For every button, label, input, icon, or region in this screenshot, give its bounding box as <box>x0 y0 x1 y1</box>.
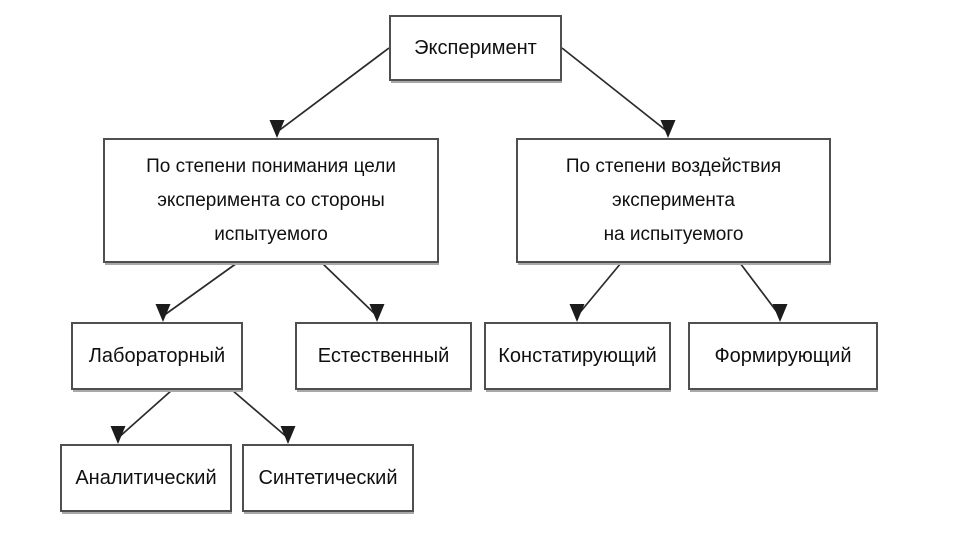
arrowhead-by-goal-icon <box>269 120 285 138</box>
arrowhead-natural-icon <box>369 304 385 322</box>
node-laboratory: Лабораторный <box>71 322 243 390</box>
edge-by-impact-to-ascertaining <box>576 262 622 317</box>
node-analytic: Аналитический <box>60 444 232 512</box>
arrowhead-synthetic-icon <box>280 426 296 444</box>
node-synthetic: Синтетический <box>242 444 414 512</box>
edge-by-goal-to-natural <box>321 262 378 317</box>
arrowhead-analytic-icon <box>110 426 126 444</box>
node-by-impact-line-3: на испытуемого <box>603 223 744 245</box>
node-synthetic-label: Синтетический <box>258 467 398 489</box>
edge-root-to-by-goal <box>276 47 390 133</box>
node-by-goal-understanding: По степени понимания цели эксперимента с… <box>103 138 439 263</box>
node-by-goal-line-2: эксперимента со стороны <box>157 189 385 211</box>
node-by-impact-line-1: По степени воздействия <box>565 155 782 177</box>
arrowhead-formative-icon <box>772 304 788 322</box>
edge-by-goal-to-laboratory <box>162 262 238 317</box>
node-by-impact-degree: По степени воздействия эксперимента на и… <box>516 138 831 263</box>
node-formative: Формирующий <box>688 322 878 390</box>
edge-laboratory-to-synthetic <box>231 389 289 439</box>
node-by-goal-line-3: испытуемого <box>214 223 328 245</box>
node-formative-label: Формирующий <box>714 345 852 367</box>
node-laboratory-label: Лабораторный <box>88 345 226 367</box>
node-analytic-label: Аналитический <box>75 467 217 489</box>
arrowhead-laboratory-icon <box>155 304 171 322</box>
node-ascertaining: Констатирующий <box>484 322 671 390</box>
node-by-goal-line-1: По степени понимания цели <box>146 155 396 177</box>
edge-root-to-by-impact <box>561 47 669 133</box>
node-by-impact-line-2: эксперимента <box>612 189 735 211</box>
arrowhead-by-impact-icon <box>660 120 676 138</box>
node-ascertaining-label: Констатирующий <box>498 345 657 367</box>
edge-laboratory-to-analytic <box>117 389 173 439</box>
arrowhead-ascertaining-icon <box>569 304 585 322</box>
node-natural-label: Естественный <box>317 345 450 367</box>
node-natural: Естественный <box>295 322 472 390</box>
node-experiment-label: Эксперимент <box>414 37 537 59</box>
edge-by-impact-to-formative <box>739 262 781 317</box>
node-experiment: Эксперимент <box>389 15 562 81</box>
